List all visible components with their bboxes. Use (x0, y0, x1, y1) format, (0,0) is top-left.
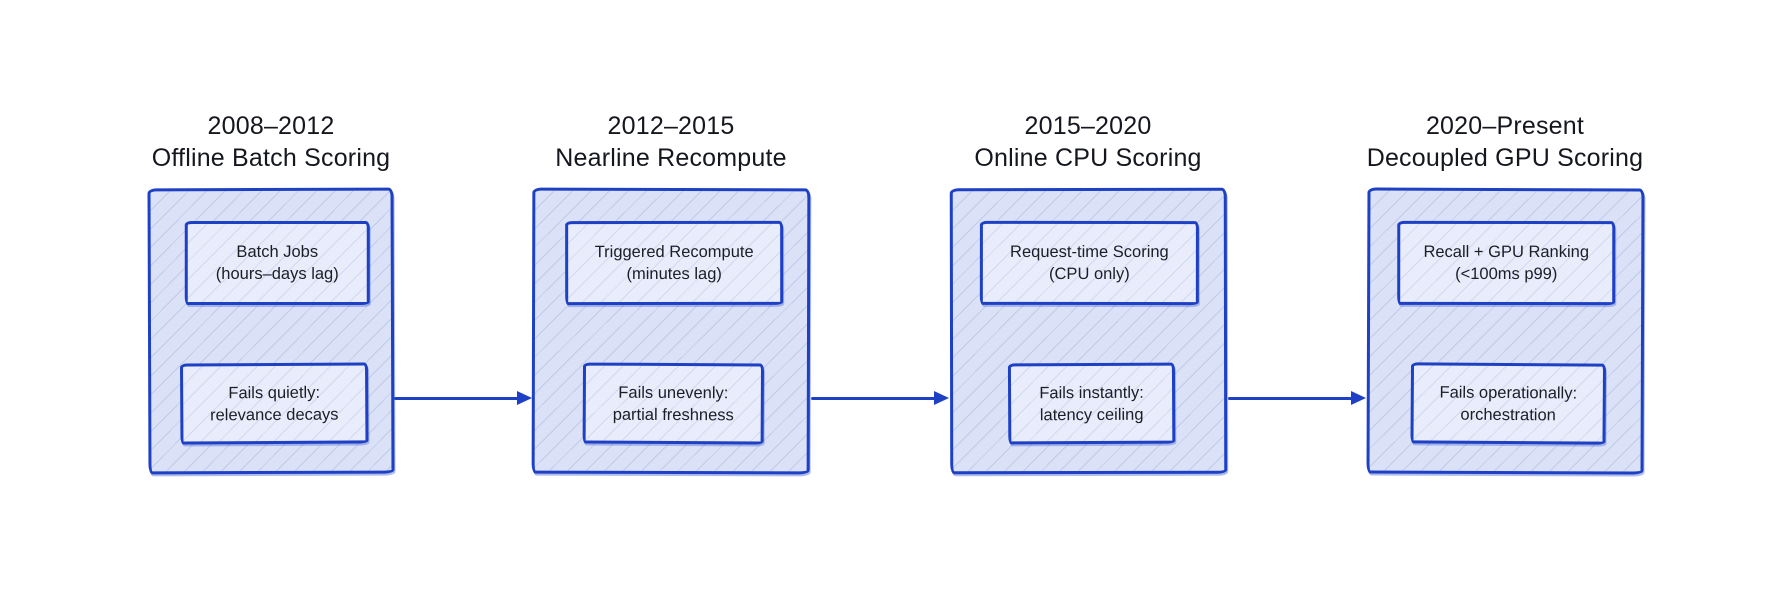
stage-name: Nearline Recompute (555, 144, 787, 172)
mechanism-line2: (CPU only) (1049, 264, 1130, 284)
mechanism-line1: Request-time Scoring (1010, 242, 1169, 262)
mechanism-box: Request-time Scoring (CPU only) (979, 220, 1199, 306)
arrow-shaft (394, 397, 521, 400)
failure-line1: Fails quietly: (228, 383, 321, 402)
arrow-head (517, 391, 532, 405)
mechanism-box: Recall + GPU Ranking (<100ms p99) (1397, 220, 1616, 306)
arrow-right-icon (1228, 391, 1366, 407)
arrow-head (1351, 391, 1366, 405)
failure-box: Fails instantly: latency ceiling (1007, 362, 1176, 445)
failure-line1: Fails unevenly: (618, 383, 729, 402)
stage-era: 2015–2020 (1024, 112, 1152, 140)
mechanism-box: Triggered Recompute (minutes lag) (565, 220, 784, 306)
stage-era: 2008–2012 (207, 112, 335, 140)
mechanism-line2: (hours–days lag) (215, 264, 339, 283)
arrow-head (934, 391, 949, 405)
failure-line2: partial freshness (612, 405, 734, 424)
failure-line2: relevance decays (210, 405, 339, 424)
failure-line1: Fails operationally: (1439, 383, 1578, 402)
arrow-right-icon (394, 391, 532, 407)
stage-title-nearline-recompute: 2012–2015 Nearline Recompute (461, 110, 881, 174)
failure-line2: latency ceiling (1039, 405, 1144, 424)
mechanism-line2: (<100ms p99) (1455, 264, 1558, 284)
stage-box-nearline-recompute: Triggered Recompute (minutes lag) Fails … (531, 187, 811, 475)
stage-box-offline-batch: Batch Jobs (hours–days lag) Fails quietl… (147, 187, 395, 475)
failure-box: Fails unevenly: partial freshness (582, 362, 765, 445)
stage-name: Offline Batch Scoring (151, 144, 391, 172)
stage-title-decoupled-gpu: 2020–Present Decoupled GPU Scoring (1295, 110, 1715, 174)
failure-line1: Fails instantly: (1039, 383, 1144, 402)
stage-title-offline-batch: 2008–2012 Offline Batch Scoring (61, 110, 481, 174)
arrow-right-icon (811, 391, 949, 407)
mechanism-line1: Recall + GPU Ranking (1423, 242, 1590, 262)
stage-box-online-cpu: Request-time Scoring (CPU only) Fails in… (949, 187, 1228, 475)
stage-era: 2012–2015 (607, 112, 735, 140)
mechanism-line2: (minutes lag) (626, 264, 722, 284)
arrow-shaft (811, 397, 938, 400)
failure-box: Fails operationally: orchestration (1410, 362, 1607, 445)
stage-title-online-cpu: 2015–2020 Online CPU Scoring (878, 110, 1298, 174)
arrow-shaft (1228, 397, 1355, 400)
mechanism-box: Batch Jobs (hours–days lag) (184, 220, 370, 305)
mechanism-line1: Triggered Recompute (594, 242, 754, 262)
mechanism-line1: Batch Jobs (236, 242, 319, 261)
stage-box-decoupled-gpu: Recall + GPU Ranking (<100ms p99) Fails … (1366, 187, 1645, 475)
stage-era: 2020–Present (1425, 112, 1585, 140)
failure-line2: orchestration (1460, 405, 1556, 424)
stage-name: Online CPU Scoring (974, 144, 1202, 172)
stage-name: Decoupled GPU Scoring (1366, 144, 1644, 172)
failure-box: Fails quietly: relevance decays (180, 362, 369, 445)
